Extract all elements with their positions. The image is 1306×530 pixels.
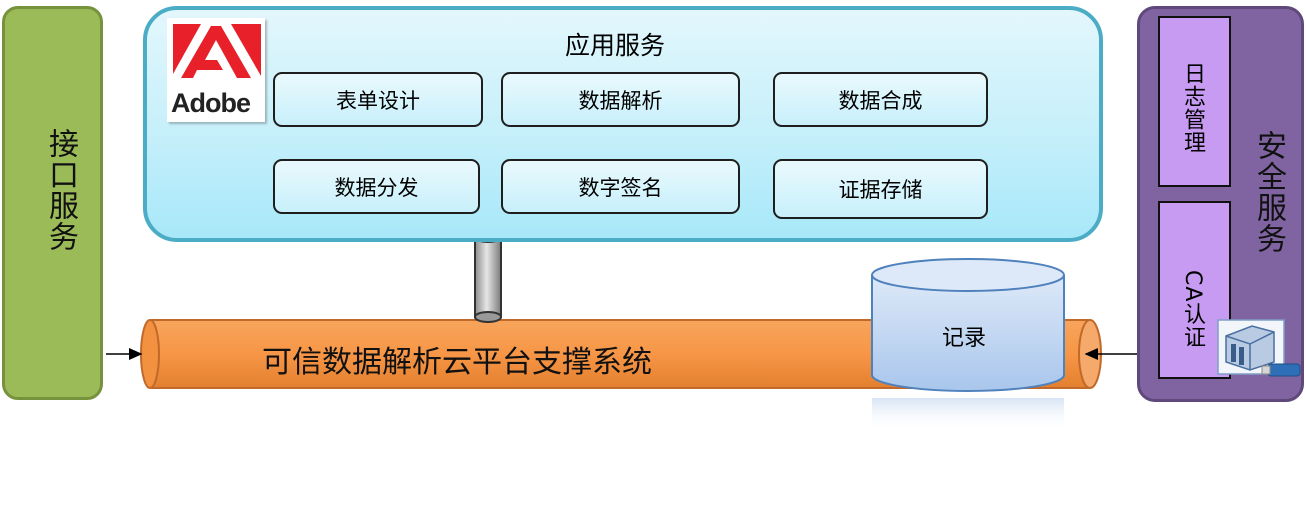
log-management-box <box>1158 16 1231 187</box>
server-icon <box>1217 319 1301 377</box>
platform-label: 可信数据解析云平台支撑系统 <box>262 345 652 380</box>
service-digital-signature: 数字签名 <box>501 159 740 214</box>
app-service-title: 应用服务 <box>565 31 666 60</box>
adobe-logo <box>167 18 265 122</box>
adobe-logo-text: Adobe <box>171 88 251 118</box>
storage-label: 记录 <box>942 326 987 351</box>
ca-auth-label: CA认证 <box>1180 270 1205 349</box>
service-data-synthesis: 数据合成 <box>773 72 988 127</box>
service-data-parsing: 数据解析 <box>501 72 740 127</box>
service-data-distribution: 数据分发 <box>273 159 480 214</box>
security-service-title: 安全服务 <box>1251 130 1286 254</box>
connector-pillar <box>474 231 502 323</box>
interface-service-panel <box>2 6 103 400</box>
interface-service-title: 接口服务 <box>43 128 78 252</box>
service-form-design: 表单设计 <box>273 72 483 127</box>
log-management-label: 日志管理 <box>1180 62 1205 154</box>
service-evidence-storage: 证据存储 <box>773 159 988 219</box>
storage-cylinder <box>871 258 1065 432</box>
adobe-a-icon <box>171 24 261 88</box>
usb-key-icon <box>1261 363 1301 377</box>
